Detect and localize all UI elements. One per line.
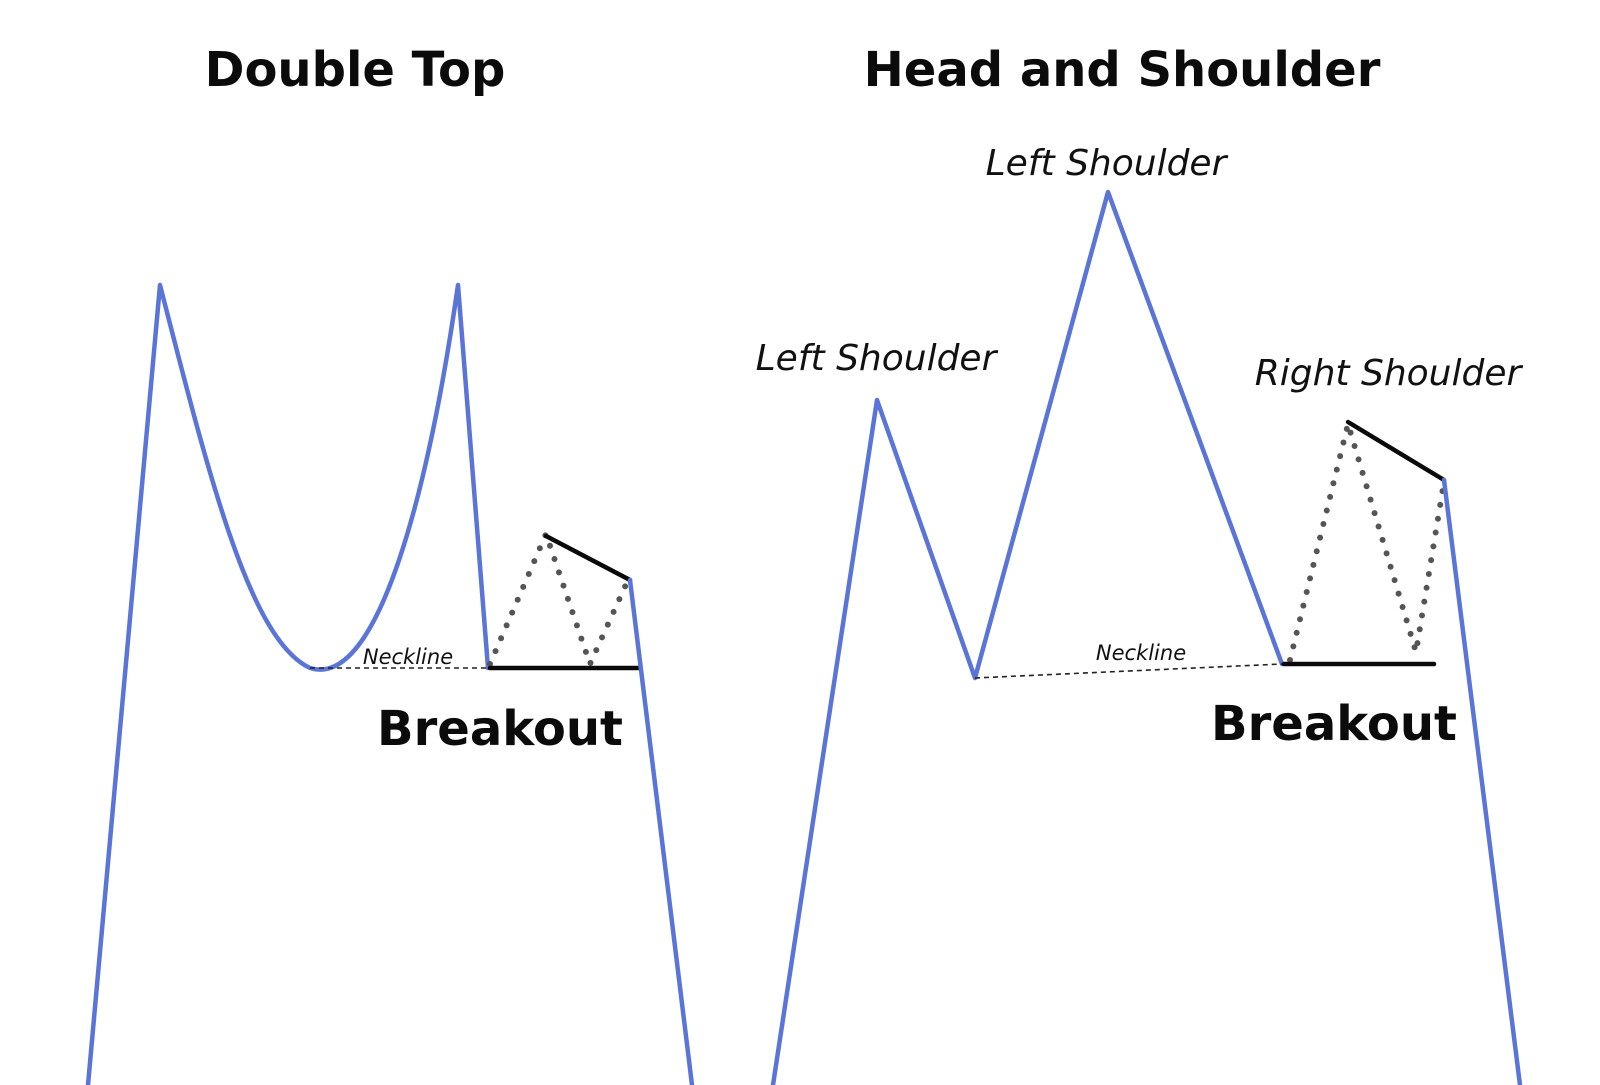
head-and-shoulder-price-line <box>770 189 1285 1085</box>
head-and-shoulder-neckline-label: Neckline <box>1096 641 1186 665</box>
double-top-breakout-label: Breakout <box>377 701 623 757</box>
head-and-shoulder-neckline <box>974 663 1283 679</box>
right-shoulder-label: Right Shoulder <box>1255 353 1524 394</box>
double-top-dotted-retest <box>487 525 631 673</box>
head-and-shoulder-dotted-retest <box>1287 412 1447 663</box>
double-top-title: Double Top <box>205 42 506 98</box>
head-and-shoulder-panel: Head and Shoulder Left Shoulder Left Sho… <box>756 42 1524 1085</box>
head-and-shoulder-lower-high-line <box>1345 419 1447 483</box>
head-and-shoulder-title: Head and Shoulder <box>864 42 1381 98</box>
double-top-panel: Double Top Neckline Breakout <box>85 42 695 1085</box>
double-top-lower-high-line <box>543 533 633 583</box>
double-top-neckline-label: Neckline <box>363 645 453 669</box>
double-top-price-line <box>85 282 491 1085</box>
left-shoulder-label: Left Shoulder <box>756 338 999 379</box>
double-top-breakdown-line <box>627 577 695 1085</box>
head-and-shoulder-breakdown-line <box>1441 477 1523 1085</box>
head-and-shoulder-breakout-label: Breakout <box>1211 696 1457 752</box>
head-label: Left Shoulder <box>986 143 1229 184</box>
